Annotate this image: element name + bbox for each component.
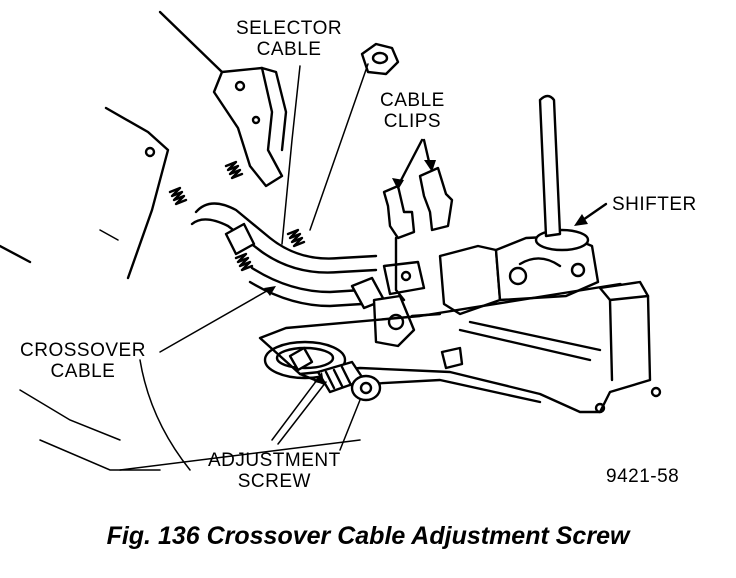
- label-cable-clips-line1: CABLE: [380, 90, 445, 111]
- label-crossover-cable: CROSSOVER CABLE: [20, 340, 146, 382]
- nut: [360, 42, 400, 76]
- label-crossover-cable-line1: CROSSOVER: [20, 340, 146, 361]
- leader-lines: [159, 63, 608, 451]
- label-adjustment-screw-line1: ADJUSTMENT: [208, 450, 341, 471]
- spring-mid: [234, 252, 254, 272]
- label-crossover-cable-line2: CABLE: [50, 361, 116, 382]
- mounting-bracket: [158, 10, 288, 188]
- crossover-mount: [263, 340, 347, 380]
- label-selector-cable: SELECTOR CABLE: [236, 18, 342, 60]
- label-cable-clips-line2: CLIPS: [383, 111, 442, 132]
- label-selector-cable-line1: SELECTOR: [236, 18, 343, 39]
- figure-caption: Fig. 136 Crossover Cable Adjustment Scre…: [106, 522, 630, 550]
- label-adjustment-screw: ADJUSTMENT SCREW: [208, 450, 341, 492]
- shift-lever: [538, 94, 562, 238]
- shifter-housing: [438, 228, 600, 316]
- linkage-assembly: [372, 260, 442, 348]
- spring-upper: [224, 160, 244, 180]
- label-shifter: SHIFTER: [612, 194, 697, 215]
- label-adjustment-screw-line2: SCREW: [237, 471, 311, 492]
- body-panel: [0, 106, 361, 471]
- label-cable-clips: CABLE CLIPS: [380, 90, 445, 132]
- base-plate: [258, 280, 662, 414]
- cable-clip-right: [418, 166, 454, 232]
- part-number: 9421-58: [606, 466, 680, 487]
- spring-left: [168, 186, 188, 206]
- selector-cable: [190, 202, 378, 274]
- spring-right: [286, 228, 306, 248]
- label-selector-cable-line2: CABLE: [256, 39, 322, 60]
- adjustment-screw: [316, 360, 382, 402]
